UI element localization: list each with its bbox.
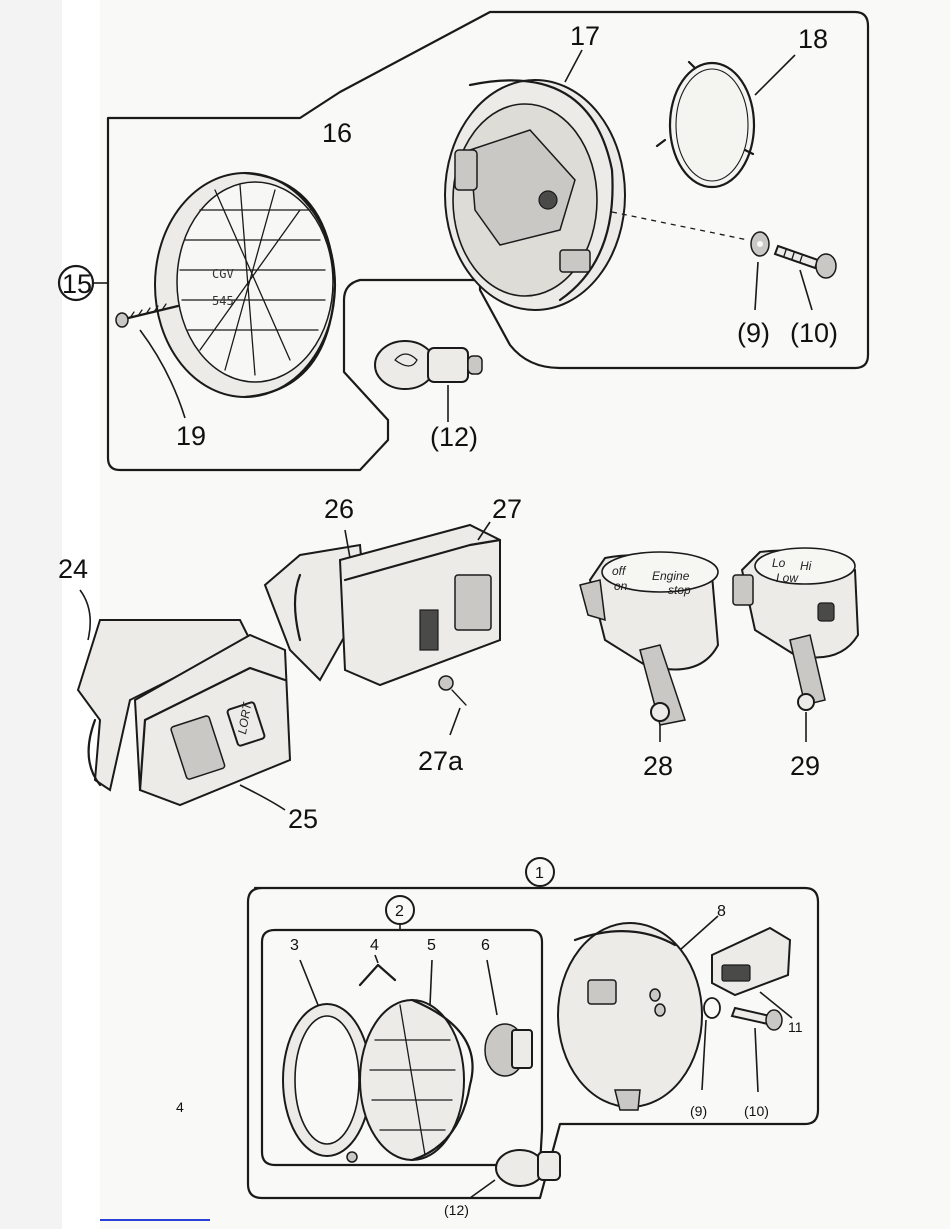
callout-17: 17	[570, 21, 600, 51]
page-number: 4	[176, 1099, 184, 1115]
callout-1-circle: 1	[526, 858, 554, 888]
switch29-text1: Lo	[772, 556, 786, 570]
callout-1: 1	[535, 865, 544, 882]
callout-9-top: (9)	[737, 318, 770, 348]
callout-16: 16	[322, 118, 352, 148]
callout-2: 2	[395, 903, 404, 920]
washer-9-top	[751, 232, 769, 310]
callout-15-circle: 15	[59, 266, 108, 300]
callout-15: 15	[62, 269, 92, 299]
lens-marking-line2: 545	[212, 294, 234, 308]
callout-2-circle: 2	[386, 896, 414, 930]
bottom-link-underline[interactable]	[100, 1219, 210, 1221]
callout-9-bottom: (9)	[690, 1103, 707, 1119]
callout-6: 6	[481, 937, 490, 954]
callout-26: 26	[324, 494, 354, 524]
screw-10-top	[775, 246, 836, 310]
callout-5: 5	[427, 937, 436, 954]
bulb-socket-6	[485, 960, 532, 1076]
headlamp-rim-16: CGV 545	[155, 173, 335, 397]
callout-19: 19	[176, 421, 206, 451]
headlamp-shell-8	[558, 916, 718, 1110]
callout-10-bottom: (10)	[744, 1103, 769, 1119]
callout-4: 4	[370, 937, 379, 954]
switch28-text3: on	[614, 579, 628, 593]
switch29-text2: Hi	[800, 559, 812, 573]
callout-3: 3	[290, 937, 299, 954]
callout-27: 27	[492, 494, 522, 524]
callout-28: 28	[643, 751, 673, 781]
callout-12-top: (12)	[430, 422, 478, 452]
callout-11: 11	[788, 1019, 803, 1035]
callout-24: 24	[58, 554, 88, 584]
switch28-text1: off	[612, 564, 627, 578]
connector-11	[712, 928, 792, 1018]
dipper-switch-29: Lo Hi Low 29	[733, 548, 858, 781]
retaining-ring-18	[657, 55, 795, 187]
switch28-text2: Engine	[652, 569, 690, 583]
screw-27a	[439, 676, 466, 735]
group-15-headlamp-assembly: CGV 545	[59, 12, 868, 470]
screw-10-bottom	[732, 1008, 782, 1092]
headlamp-rim-3	[283, 960, 371, 1162]
sealed-beam-5	[360, 960, 473, 1160]
callout-18: 18	[798, 24, 828, 54]
engine-stop-switch-28: off Engine on stop 28	[580, 552, 718, 781]
callout-25: 25	[288, 804, 318, 834]
washer-9-bottom	[702, 998, 720, 1090]
switch29-text3: Low	[776, 571, 799, 585]
group-1-headlamp-kit: 1 2	[248, 858, 818, 1218]
right-handlebar-switch-group: 26 27 27a	[265, 494, 522, 776]
switch28-text4: stop	[668, 583, 691, 597]
callout-27a: 27a	[418, 746, 464, 776]
bulb-12-top	[375, 341, 482, 422]
bulb-12-bottom	[470, 1150, 560, 1198]
callout-8: 8	[717, 903, 726, 920]
lens-marking-line1: CGV	[212, 267, 234, 281]
callout-10-top: (10)	[790, 318, 838, 348]
callout-29: 29	[790, 751, 820, 781]
callout-12-bottom: (12)	[444, 1202, 469, 1218]
